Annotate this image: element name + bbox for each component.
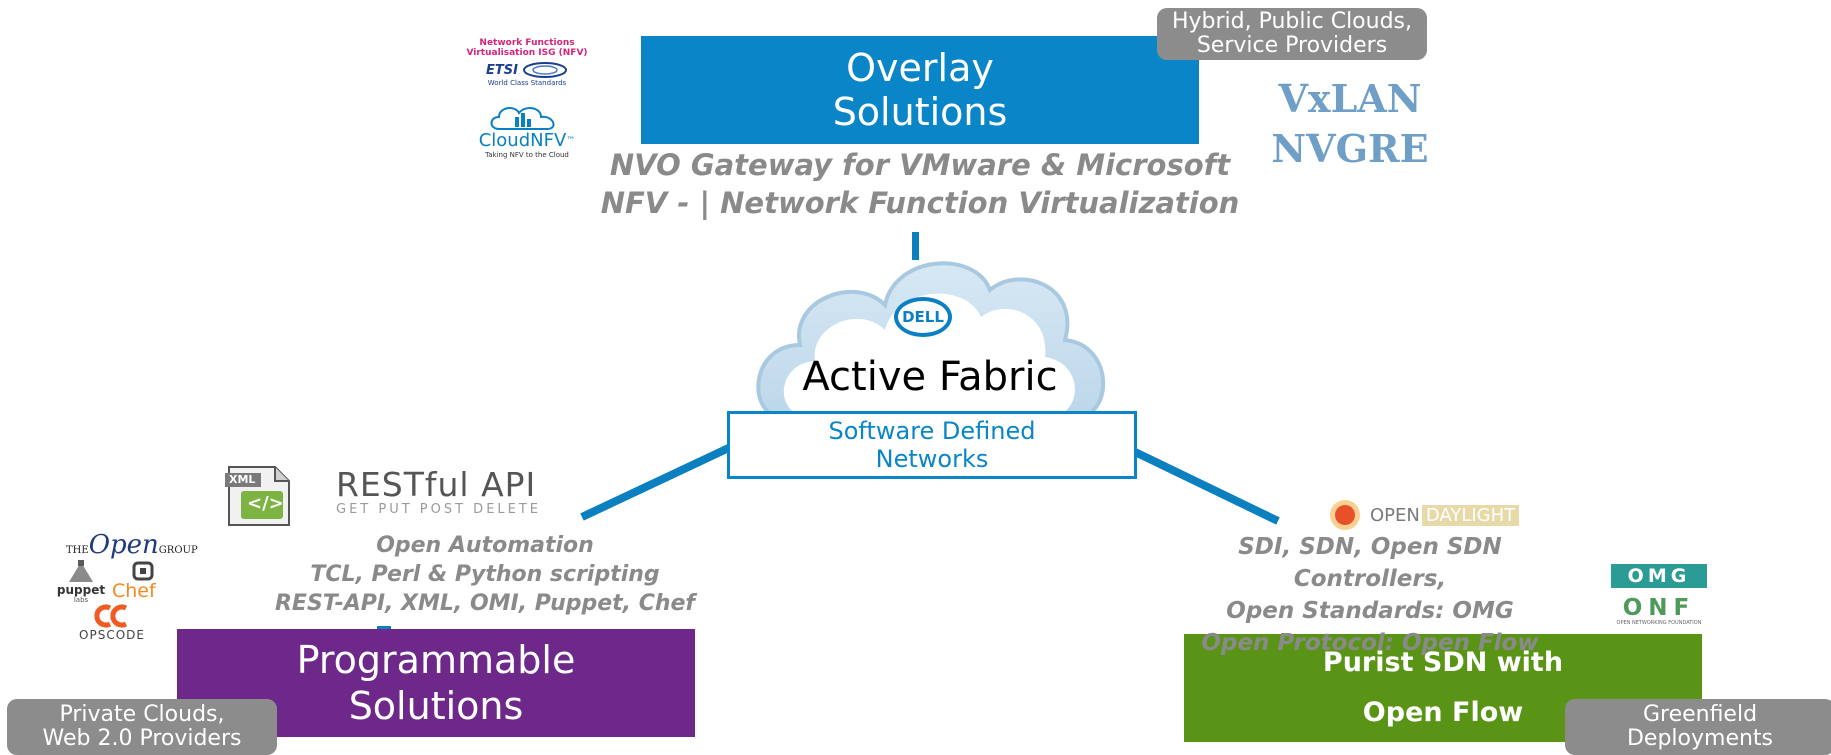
open-group-logo: THEOpenGROUP	[66, 530, 226, 560]
purist-desc-line-3: Open Protocol: Open Flow	[1201, 630, 1539, 656]
cloudnfv-logo: CloudNFV™ Taking NFV to the Cloud	[462, 103, 592, 163]
purist-description: SDI, SDN, Open SDN Controllers, Open Sta…	[1170, 531, 1570, 659]
overlay-desc-line-1: NVO Gateway for VMware & Microsoft	[609, 148, 1231, 182]
purist-desc-line-1: SDI, SDN, Open SDN Controllers,	[1238, 534, 1502, 592]
cloudnfv-tm: ™	[566, 136, 576, 146]
cloudnfv-subtitle: Taking NFV to the Cloud	[485, 151, 569, 159]
overlay-title-line-2: Solutions	[832, 90, 1008, 134]
protocol-nvgre: NVGRE	[1271, 126, 1429, 171]
cloudnfv-text-b: NFV	[530, 130, 567, 151]
purist-sdn-box[interactable]: Purist SDN with Open Flow	[1184, 634, 1702, 742]
programmable-desc-line-3: REST-API, XML, OMI, Puppet, Chef	[274, 591, 695, 616]
nfv-logo-line-2: Virtualisation ISG (NFV)	[466, 48, 588, 58]
open-group-the: THE	[66, 545, 89, 556]
programmable-desc-line-1: Open Automation	[376, 533, 594, 558]
restful-api-logo: RESTful API GET PUT POST DELETE	[336, 465, 596, 518]
opscode-icon	[94, 604, 128, 628]
xml-file-icon: XML </>	[223, 465, 295, 527]
programmable-audience-tag: Private Clouds, Web 2.0 Providers	[7, 699, 277, 755]
overlay-solutions-box[interactable]: Overlay Solutions	[641, 36, 1199, 144]
overlay-title-line-1: Overlay	[846, 46, 994, 90]
omg-text: OMG	[1611, 564, 1707, 588]
opscode-logo: OPSCODE	[62, 604, 162, 642]
purist-audience-tag: Greenfield Deployments	[1565, 699, 1831, 755]
dell-logo-text: DELL	[902, 308, 944, 326]
chef-text: Chef	[112, 580, 156, 602]
purist-tag-line-2: Deployments	[1626, 726, 1774, 751]
active-fabric-title: Active Fabric	[802, 354, 1058, 400]
sdn-box[interactable]: Software Defined Networks	[727, 411, 1137, 479]
programmable-title-line-1: Programmable	[296, 638, 576, 682]
purist-title-line-1: Purist SDN with	[1322, 647, 1564, 678]
connector-right	[1133, 448, 1280, 525]
overlay-audience-tag: Hybrid, Public Clouds, Service Providers	[1157, 8, 1427, 60]
xml-icon-code: </>	[247, 493, 284, 514]
overlay-desc-line-2: NFV - | Network Function Virtualization	[600, 186, 1240, 220]
programmable-title-line-2: Solutions	[348, 684, 524, 728]
cloud-shape	[756, 261, 1106, 422]
cloudnfv-text-a: Cloud	[478, 130, 531, 151]
chef-logo: Chef	[112, 561, 176, 601]
sdn-line-2: Networks	[875, 445, 989, 473]
programmable-tag-line-2: Web 2.0 Providers	[42, 726, 242, 751]
puppet-icon	[69, 560, 93, 582]
etsi-logo-text: ETSI	[486, 62, 518, 78]
dell-logo: DELL	[894, 297, 952, 337]
protocol-vxlan: VxLAN	[1278, 76, 1422, 121]
overlay-description: NVO Gateway for VMware & Microsoft NFV -…	[600, 146, 1240, 222]
overlay-tag-line-1: Hybrid, Public Clouds,	[1171, 9, 1413, 34]
purist-title-line-2: Open Flow	[1362, 697, 1524, 728]
onf-logo: ONF OPEN NETWORKING FOUNDATION	[1611, 596, 1707, 632]
xml-file-shape	[225, 466, 290, 526]
puppet-text: puppet	[56, 583, 106, 597]
opscode-text: OPSCODE	[79, 628, 145, 642]
etsi-nfv-logo: Network Functions Virtualisation ISG (NF…	[462, 38, 592, 94]
cloudnfv-cloud-icon	[490, 107, 555, 130]
opendaylight-burst-icon	[1330, 500, 1360, 530]
restful-api-text: RESTful API	[336, 465, 537, 504]
onf-text: ONF	[1622, 595, 1696, 621]
connector-left	[580, 441, 737, 521]
opendaylight-text-a: OPEN	[1370, 504, 1420, 526]
etsi-swoosh-icon	[522, 62, 567, 78]
chef-icon	[132, 561, 154, 581]
purist-desc-line-2: Open Standards: OMG	[1226, 598, 1514, 624]
omg-logo: OMG	[1611, 564, 1707, 590]
programmable-tag-line-1: Private Clouds,	[59, 702, 225, 727]
overlay-tag-line-2: Service Providers	[1196, 33, 1388, 58]
open-group-group: GROUP	[158, 545, 198, 556]
purist-tag-line-1: Greenfield	[1642, 702, 1758, 727]
sdn-line-1: Software Defined	[828, 417, 1036, 445]
xml-icon-label: XML	[229, 473, 256, 486]
onf-subtitle: OPEN NETWORKING FOUNDATION	[1616, 620, 1702, 626]
overlay-protocols: VxLAN NVGRE	[1250, 74, 1450, 174]
nfv-logo-line-1: Network Functions	[479, 38, 575, 48]
restful-api-methods: GET PUT POST DELETE	[336, 502, 542, 517]
puppet-sub-text: labs	[73, 596, 89, 604]
programmable-description: Open Automation TCL, Perl & Python scrip…	[270, 531, 700, 618]
opendaylight-text-b: DAYLIGHT	[1421, 504, 1520, 526]
etsi-subtitle: World Class Standards	[487, 79, 567, 87]
connector-top	[912, 232, 919, 260]
opendaylight-logo: OPEN DAYLIGHT	[1322, 497, 1542, 533]
open-group-open: Open	[88, 530, 159, 560]
programmable-desc-line-2: TCL, Perl & Python scripting	[310, 562, 660, 587]
puppet-labs-logo: puppet labs	[54, 560, 108, 604]
